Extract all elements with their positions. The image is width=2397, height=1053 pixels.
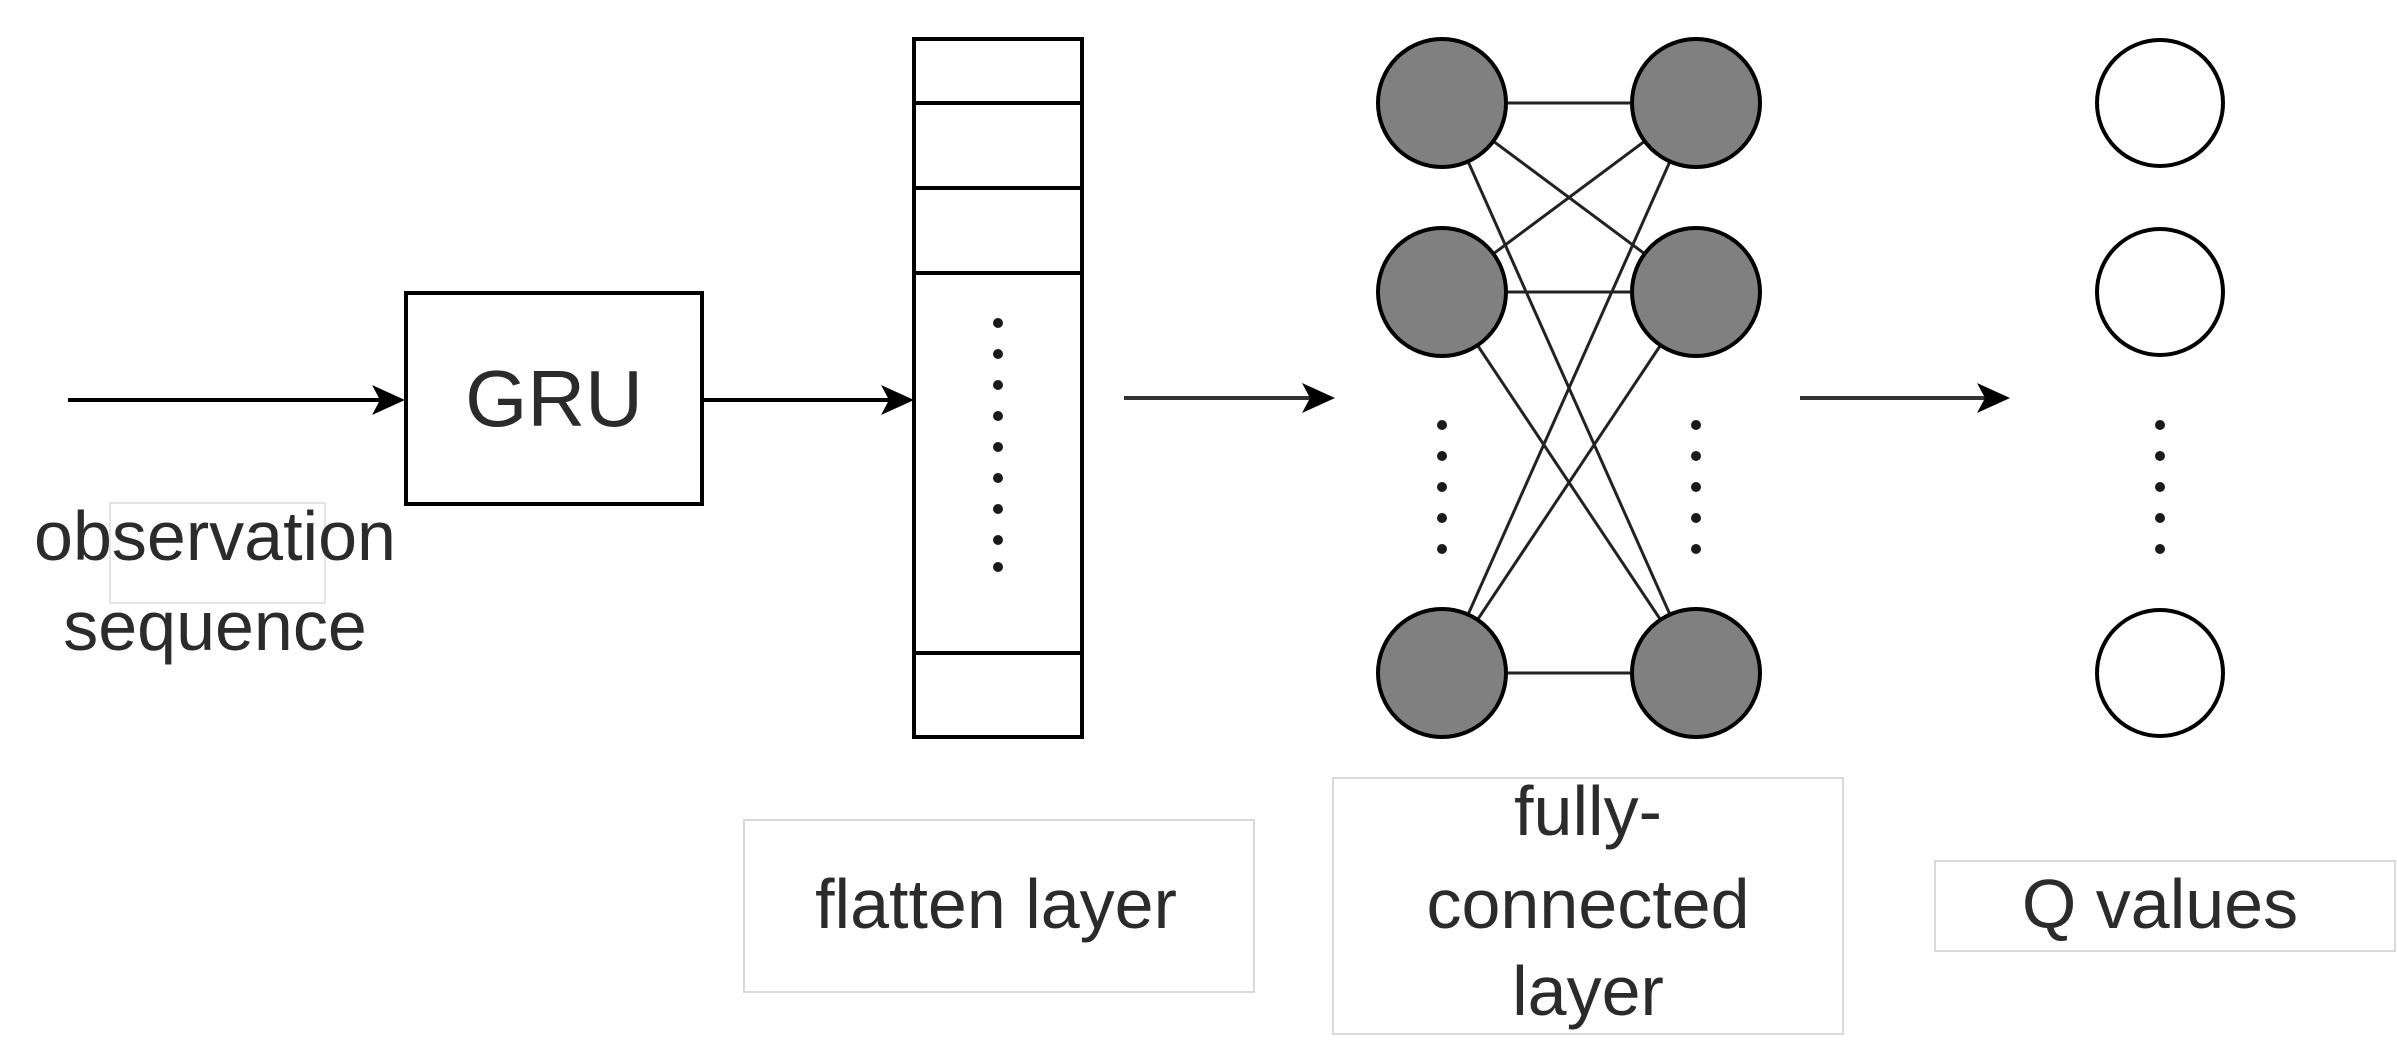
fc-node	[1376, 607, 1508, 739]
flatten-layer-column	[912, 37, 1084, 739]
fc-right-ellipsis	[1691, 420, 1701, 554]
q-node	[2095, 38, 2225, 168]
fc-node	[1630, 226, 1762, 358]
flatten-label-box	[743, 819, 1255, 993]
flatten-label: flatten layer	[815, 865, 1177, 943]
fc-label-line1: fully-	[1514, 772, 1662, 850]
fc-label-line3: layer	[1512, 952, 1664, 1030]
gru-box	[404, 291, 704, 506]
q-node	[2095, 608, 2225, 738]
fc-to-q-arrow	[1800, 383, 2010, 413]
input-label-box	[109, 502, 326, 604]
fc-label-box	[1332, 777, 1844, 1035]
gru-label: GRU	[465, 354, 643, 443]
input-arrow	[68, 385, 405, 415]
fc-node	[1376, 37, 1508, 169]
fc-connections	[1440, 101, 1698, 675]
fc-left-ellipsis	[1437, 420, 1447, 554]
flatten-to-fc-arrow	[1124, 383, 1335, 413]
fc-label-line2: connected	[1426, 865, 1749, 943]
q-node	[2095, 227, 2225, 357]
q-ellipsis	[2155, 420, 2165, 554]
fc-node	[1630, 37, 1762, 169]
gru-to-flatten-arrow	[702, 385, 914, 415]
input-label-line2: sequence	[63, 587, 367, 665]
q-label-box	[1934, 860, 2396, 952]
fc-node	[1630, 607, 1762, 739]
fc-right-nodes	[1630, 37, 1762, 739]
q-value-nodes	[2095, 38, 2225, 738]
q-label: Q values	[2022, 865, 2298, 943]
flatten-ellipsis	[993, 318, 1003, 572]
input-label-line1: observation	[34, 497, 396, 575]
fc-left-nodes	[1376, 37, 1508, 739]
fc-node	[1376, 226, 1508, 358]
